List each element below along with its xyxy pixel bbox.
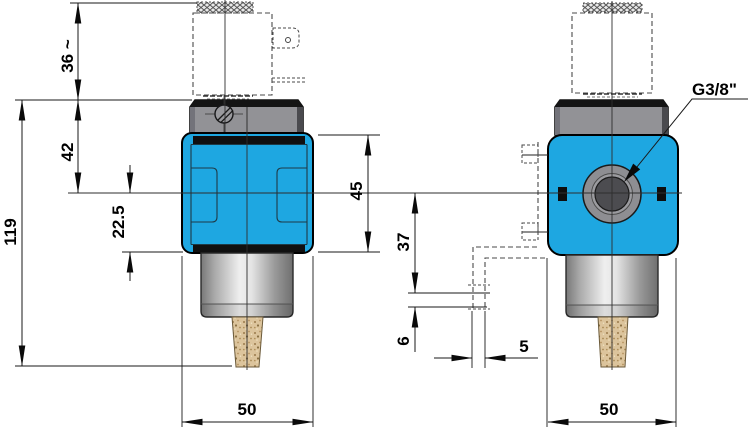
dim-label-50-side: 50 — [600, 400, 619, 419]
block-right-bevel — [297, 107, 303, 134]
solenoid-block — [189, 96, 304, 135]
dim-label-42: 42 — [58, 143, 77, 162]
bracket-foot — [468, 284, 490, 310]
dimension-45: 45 — [347, 134, 372, 253]
connector-screw-icon — [285, 37, 291, 43]
dim-label-45: 45 — [347, 182, 366, 201]
connector-tab-dashes — [272, 77, 306, 83]
solenoid-block — [554, 99, 669, 136]
ext-foot — [408, 292, 490, 308]
port-leader-line — [627, 98, 748, 179]
dimension-22-5: 22.5 — [109, 165, 134, 281]
block-left-bevel — [190, 107, 195, 134]
silencer-front — [231, 316, 264, 368]
block-top-band — [190, 100, 303, 107]
solenoid-coil-outline — [192, 12, 273, 96]
port-leader-arrow — [624, 163, 641, 182]
bracket-inner-profile — [484, 257, 545, 310]
connector-body-outline — [272, 27, 300, 49]
block-right-bevel — [662, 107, 668, 135]
dim-label-37: 37 — [394, 233, 413, 252]
screw-slot — [217, 107, 234, 124]
port-label: G3/8" — [692, 80, 737, 99]
dimension-37: 37 — [394, 192, 419, 294]
body-bottom-band — [193, 244, 305, 252]
dim-label-36: 36 ~ — [58, 39, 77, 73]
dimension-119: 119 — [1, 99, 26, 367]
dim-label-22-5: 22.5 — [109, 205, 128, 238]
front-view — [181, 1, 314, 368]
ext-front-width — [181, 256, 314, 427]
body-right-mark — [657, 187, 666, 201]
centerlines — [68, 0, 682, 370]
body-inner-contour — [190, 143, 308, 246]
dimension-50-front: 50 — [181, 400, 314, 426]
body-slot-lines — [522, 154, 548, 233]
dimension-50-side: 50 — [547, 400, 677, 426]
silencer-side — [597, 316, 629, 368]
knurl-cap — [582, 2, 643, 13]
body-top-band — [193, 136, 305, 144]
bracket-bottom-clip — [521, 222, 539, 241]
screw-head-icon — [205, 96, 243, 132]
ext-side-width — [546, 258, 677, 427]
bracket-top-clip — [521, 144, 539, 164]
block-top-band — [555, 100, 668, 107]
dimension-42: 42 — [58, 99, 82, 194]
body-left-mark — [558, 187, 567, 201]
dim-label-119: 119 — [1, 218, 20, 245]
side-view — [468, 2, 679, 368]
dim-label-50-front: 50 — [238, 400, 257, 419]
dim-label-6: 6 — [394, 336, 413, 345]
bracket-outer-profile — [472, 246, 537, 310]
electrical-connector-outline — [272, 27, 306, 83]
ext-bracket-thickness — [471, 311, 486, 368]
dimension-6: 6 — [394, 306, 419, 352]
dimension-36: 36 ~ — [58, 2, 82, 101]
dimension-5: 5 — [434, 337, 538, 362]
port-callout: G3/8" — [624, 80, 748, 182]
mounting-bracket-phantom — [468, 142, 545, 310]
block-left-bevel — [555, 107, 560, 135]
dim-label-5: 5 — [519, 337, 528, 356]
